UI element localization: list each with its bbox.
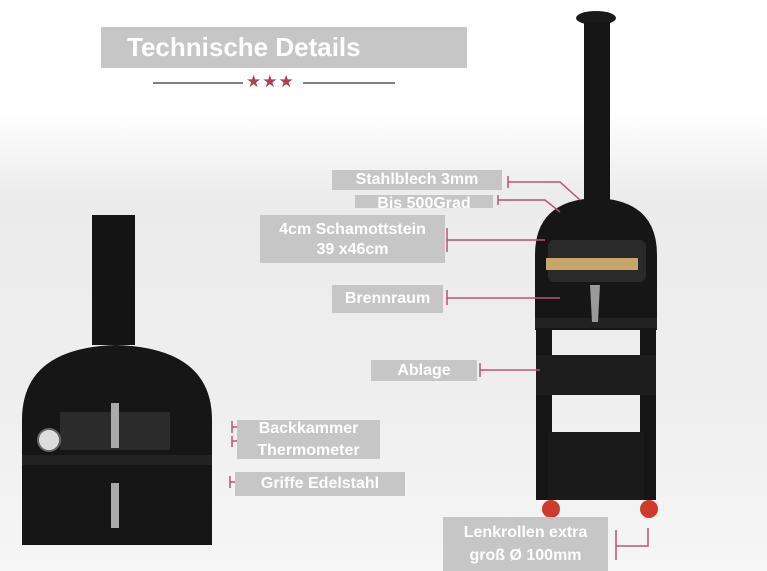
label-fire-stone-line2: 39 x46cm [316, 241, 389, 258]
label-sheet-steel: Stahlblech 3mm [332, 170, 502, 190]
leader-lines [229, 176, 649, 560]
label-handles: Griffe Edelstahl [235, 472, 405, 496]
label-shelf: Ablage [371, 360, 477, 381]
label-thermometer: Thermometer [257, 442, 360, 459]
label-casters: Lenkrollen extra groß Ø 100mm [443, 517, 608, 571]
oven-on-stand [535, 11, 658, 518]
label-casters-line1: Lenkrollen extra [463, 524, 588, 541]
label-fire-stone-line1: 4cm Schamottstein [279, 221, 426, 238]
label-baking-thermometer: Backkammer Thermometer [237, 420, 380, 459]
oven-tabletop [22, 215, 212, 545]
label-casters-line2: groß Ø 100mm [469, 547, 582, 564]
label-temperature: Bis 500Grad [355, 195, 493, 208]
page-title: Technische Details [101, 27, 467, 68]
label-baking-chamber: Backkammer [258, 420, 359, 437]
label-fire-stone: 4cm Schamottstein 39 x46cm [260, 215, 445, 263]
stars-decoration: ★★★ [246, 72, 295, 91]
label-firebox: Brennraum [332, 285, 443, 313]
